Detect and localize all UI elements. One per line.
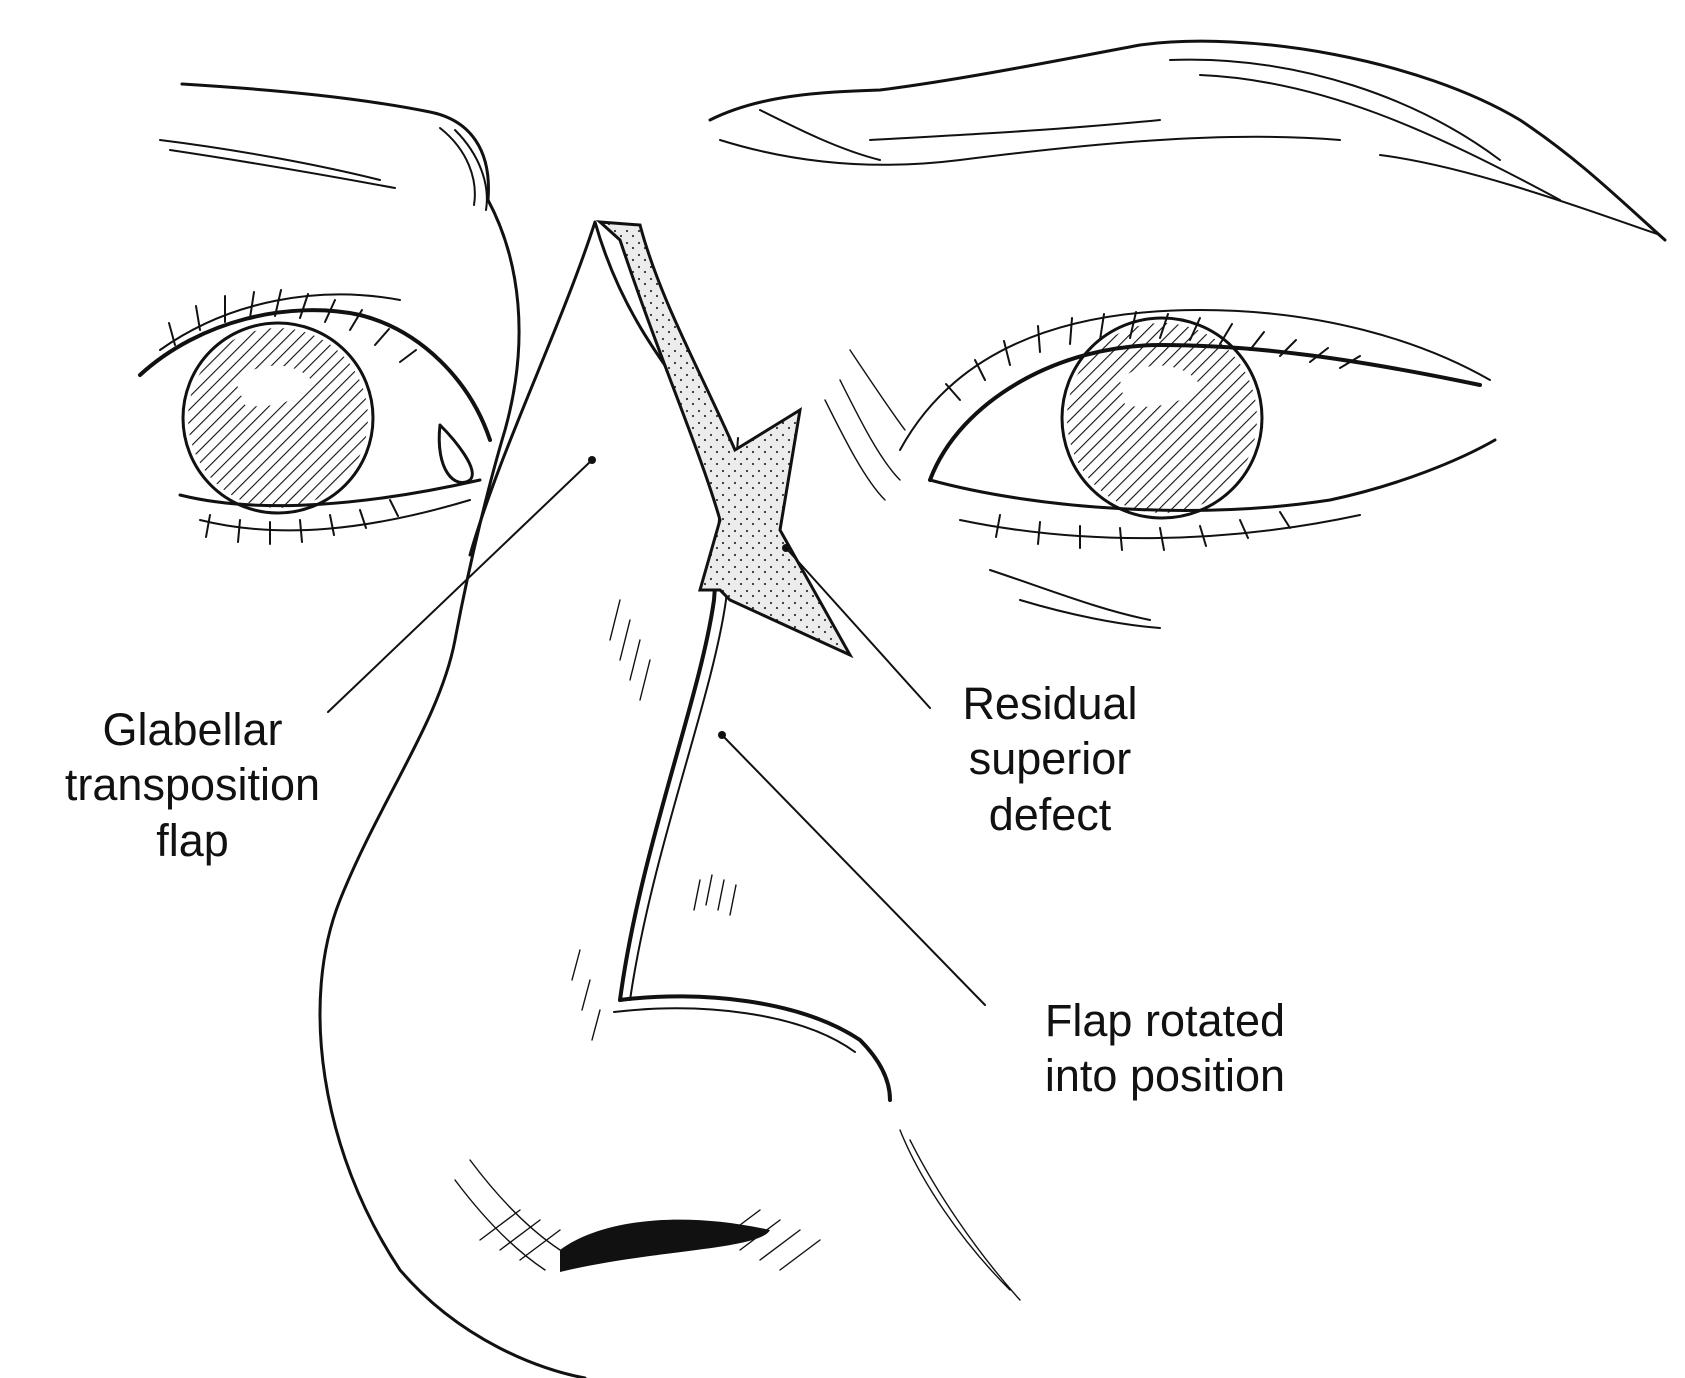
eye-right: [825, 310, 1495, 628]
label-glabellar-line-1: Glabellar: [20, 702, 365, 757]
leader-lines: [328, 456, 985, 1005]
label-residual-line-2: superior: [925, 731, 1175, 786]
label-residual-line-3: defect: [925, 787, 1175, 842]
eye-left: [140, 290, 490, 544]
eyebrow-right: [710, 41, 1665, 240]
nose-outline: [320, 200, 890, 1378]
label-glabellar-transposition-flap: Glabellar transposition flap: [20, 702, 365, 868]
label-residual-line-1: Residual: [925, 676, 1175, 731]
label-residual-superior-defect: Residual superior defect: [925, 676, 1175, 842]
label-flap-rotated-into-position: Flap rotated into position: [1000, 993, 1330, 1104]
label-flap-line-1: Flap rotated: [1000, 993, 1330, 1048]
residual-defect-area: [600, 222, 850, 655]
label-glabellar-line-3: flap: [20, 813, 365, 868]
eyebrow-left: [160, 84, 488, 210]
label-glabellar-line-2: transposition: [20, 757, 365, 812]
leader-line-glabellar: [328, 460, 592, 712]
label-flap-line-2: into position: [1000, 1048, 1330, 1103]
